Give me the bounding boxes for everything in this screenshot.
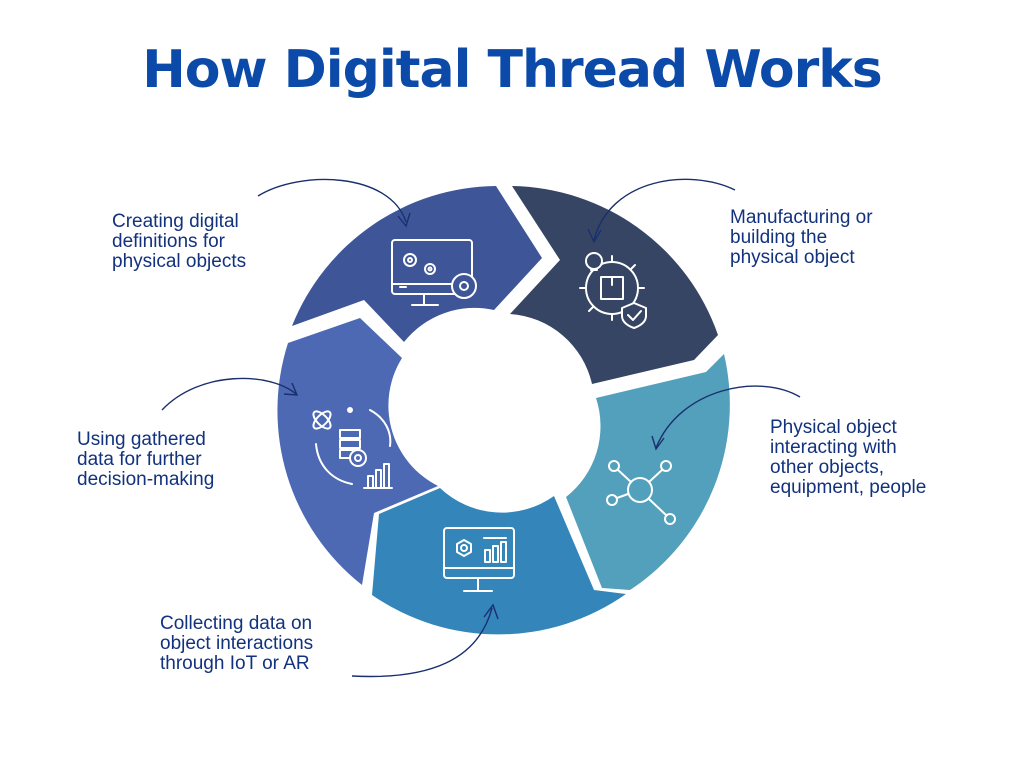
connector-arrows <box>161 178 801 678</box>
monitor-gears-icon <box>391 239 477 306</box>
gear-bulb-box-shield-icon <box>579 252 647 329</box>
cycle-segment-create-definitions <box>292 186 542 342</box>
label-line: Using gathered <box>77 429 206 450</box>
arrow-create-definitions <box>257 178 407 223</box>
stage-label-create-definitions: Creating digital definitions for physica… <box>112 212 246 272</box>
arrow-head-collect-data <box>483 603 499 620</box>
arrow-decision-making <box>161 377 297 411</box>
label-line: definitions for <box>112 231 226 252</box>
label-line: Collecting data on <box>160 613 313 634</box>
page-title: How Digital Thread Works <box>142 40 883 100</box>
label-line: data for further <box>77 449 202 470</box>
arrow-manufacturing <box>593 178 736 241</box>
monitor-dashboard-icon <box>443 527 515 592</box>
cycle-segment-interaction <box>566 354 730 590</box>
stage-label-collect-data: Collecting data on object interactions t… <box>160 614 313 674</box>
network-nodes-icon <box>606 460 676 525</box>
arrow-collect-data <box>351 607 493 678</box>
arrow-head-decision-making <box>283 382 299 396</box>
arrow-head-manufacturing <box>587 228 602 244</box>
label-line: Physical object <box>770 417 897 438</box>
label-line: building the <box>730 227 828 248</box>
stage-label-decision-making: Using gathered data for further decision… <box>77 430 214 490</box>
stage-label-manufacturing: Manufacturing or building the physical o… <box>730 208 873 268</box>
label-line: equipment, people <box>770 477 927 498</box>
label-line: other objects, <box>770 457 885 478</box>
stage-label-interaction: Physical object interacting with other o… <box>770 418 926 498</box>
label-line: physical objects <box>112 251 247 272</box>
label-line: Creating digital <box>112 211 239 232</box>
arrow-head-create-definitions <box>397 212 411 228</box>
label-line: physical object <box>730 247 855 268</box>
arrow-head-interaction <box>651 435 665 451</box>
label-line: object interactions <box>160 633 314 654</box>
label-line: through IoT or AR <box>160 653 310 674</box>
label-line: decision-making <box>77 469 215 490</box>
cycle-segment-manufacturing <box>510 186 718 384</box>
label-line: Manufacturing or <box>730 207 873 228</box>
atom-server-chart-icon <box>312 407 393 489</box>
arrow-interaction <box>655 385 801 449</box>
label-line: interacting with <box>770 437 897 458</box>
